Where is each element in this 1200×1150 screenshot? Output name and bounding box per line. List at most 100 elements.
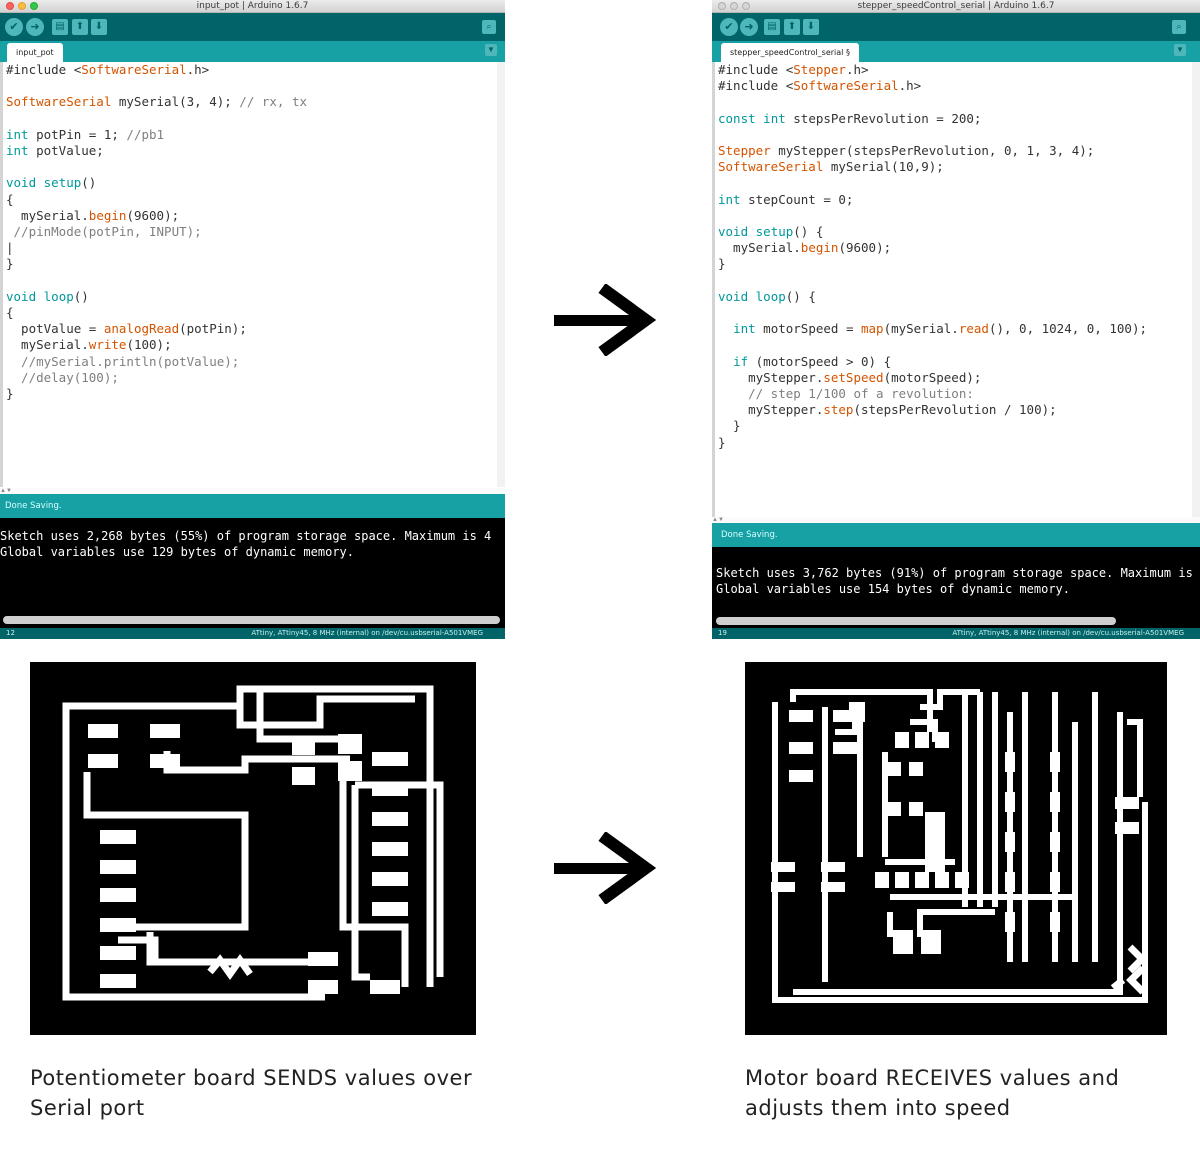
upload-button[interactable]: ➜ bbox=[740, 18, 758, 36]
tab-input-pot[interactable]: input_pot bbox=[7, 43, 63, 62]
console-text: Sketch uses 2,268 bytes (55%) of program… bbox=[0, 529, 492, 560]
zoom-window-button[interactable] bbox=[742, 2, 750, 10]
code-text[interactable]: #include <SoftwareSerial.h> SoftwareSeri… bbox=[3, 62, 497, 402]
editor-resize-handle[interactable]: ▲▼ bbox=[712, 517, 1200, 523]
code-line: // step 1/100 of a revolution: bbox=[718, 386, 974, 402]
verify-button[interactable]: ✔ bbox=[5, 18, 23, 36]
code-line: mySerial.write(100); bbox=[6, 337, 172, 353]
save-sketch-button[interactable]: ⬇ bbox=[803, 19, 819, 35]
code-line: int potValue; bbox=[6, 143, 104, 159]
checkmark-icon: ✔ bbox=[9, 20, 19, 33]
right-arrow-icon bbox=[554, 284, 656, 356]
code-line: //delay(100); bbox=[6, 369, 119, 385]
zoom-window-button[interactable] bbox=[30, 2, 38, 10]
potentiometer-board-pcb bbox=[30, 662, 476, 1035]
document-icon: ▤ bbox=[55, 21, 65, 32]
arrow-right-icon: ➜ bbox=[744, 20, 754, 33]
tab-stepper-speedcontrol-serial[interactable]: stepper_speedControl_serial § bbox=[721, 43, 859, 62]
console-horizontal-scrollbar[interactable] bbox=[3, 616, 500, 624]
tab-menu-button[interactable]: ▼ bbox=[1174, 44, 1186, 56]
code-line: SoftwareSerial mySerial(3, 4); // rx, tx bbox=[6, 94, 308, 110]
save-sketch-button[interactable]: ⬇ bbox=[91, 19, 107, 35]
code-line: #include <SoftwareSerial.h> bbox=[718, 78, 922, 94]
code-line: //mySerial.println(potValue); bbox=[6, 353, 240, 369]
open-sketch-button[interactable]: ⬆ bbox=[784, 19, 800, 35]
chevron-down-icon: ▼ bbox=[1176, 45, 1184, 54]
minimize-window-button[interactable] bbox=[18, 2, 26, 10]
document-icon: ▤ bbox=[767, 21, 777, 32]
code-line: } bbox=[718, 418, 741, 434]
line-number: 19 bbox=[718, 629, 727, 637]
new-sketch-button[interactable]: ▤ bbox=[52, 19, 68, 35]
code-line: //pinMode(potPin, INPUT); bbox=[6, 224, 202, 240]
code-line: mySerial.begin(9600); bbox=[6, 207, 180, 223]
window-title: input_pot | Arduino 1.6.7 bbox=[196, 1, 309, 11]
code-line: Stepper myStepper(stepsPerRevolution, 0,… bbox=[718, 143, 1095, 159]
code-text[interactable]: #include <Stepper.h> #include <SoftwareS… bbox=[715, 62, 1192, 451]
window-titlebar: input_pot | Arduino 1.6.7 bbox=[0, 0, 505, 13]
motor-board-pcb bbox=[745, 662, 1167, 1035]
code-line: { bbox=[6, 305, 14, 321]
minimize-window-button[interactable] bbox=[730, 2, 738, 10]
editor-resize-handle[interactable]: ▲▼ bbox=[0, 488, 505, 494]
close-window-button[interactable] bbox=[718, 2, 726, 10]
console-output: Sketch uses 3,762 bytes (91%) of program… bbox=[712, 547, 1200, 628]
close-window-button[interactable] bbox=[6, 2, 14, 10]
sketch-tabbar: input_pot ▼ bbox=[0, 41, 505, 62]
ide-toolbar: ✔ ➜ ▤ ⬆ ⬇ ⌕ bbox=[712, 13, 1200, 41]
tab-menu-button[interactable]: ▼ bbox=[485, 44, 497, 56]
code-line: void loop() bbox=[6, 288, 89, 304]
chevron-down-icon: ▼ bbox=[487, 45, 495, 54]
line-number: 12 bbox=[6, 629, 15, 637]
window-titlebar: stepper_speedControl_serial | Arduino 1.… bbox=[712, 0, 1200, 13]
code-editor[interactable]: #include <Stepper.h> #include <SoftwareS… bbox=[712, 62, 1200, 517]
magnifier-icon: ⌕ bbox=[486, 22, 492, 32]
code-line: int stepCount = 0; bbox=[718, 191, 854, 207]
checkmark-icon: ✔ bbox=[724, 20, 734, 33]
upload-button[interactable]: ➜ bbox=[26, 18, 44, 36]
status-text: Done Saving. bbox=[5, 501, 62, 511]
magnifier-icon: ⌕ bbox=[1176, 22, 1182, 32]
sketch-tabbar: stepper_speedControl_serial § ▼ bbox=[712, 41, 1200, 62]
console-horizontal-scrollbar[interactable] bbox=[716, 617, 1116, 625]
verify-button[interactable]: ✔ bbox=[720, 18, 738, 36]
status-bar: Done Saving. bbox=[0, 494, 505, 518]
code-line: mySerial.begin(9600); bbox=[718, 240, 892, 256]
board-info: ATtiny, ATtiny45, 8 MHz (internal) on /d… bbox=[251, 629, 483, 637]
ide-toolbar: ✔ ➜ ▤ ⬆ ⬇ ⌕ bbox=[0, 13, 505, 41]
arrow-down-icon: ⬇ bbox=[806, 21, 816, 32]
code-line: potValue = analogRead(potPin); bbox=[6, 321, 247, 337]
code-line: myStepper.setSpeed(motorSpeed); bbox=[718, 369, 982, 385]
code-line: #include <Stepper.h> bbox=[718, 62, 869, 77]
serial-monitor-button[interactable]: ⌕ bbox=[482, 20, 496, 34]
caption-motor-board: Motor board RECEIVES values and adjusts … bbox=[745, 1066, 1120, 1120]
code-line: | bbox=[6, 240, 14, 256]
console-output: Sketch uses 2,268 bytes (55%) of program… bbox=[0, 518, 505, 628]
code-line: const int stepsPerRevolution = 200; bbox=[718, 110, 982, 126]
code-editor[interactable]: #include <SoftwareSerial.h> SoftwareSeri… bbox=[0, 62, 505, 487]
new-sketch-button[interactable]: ▤ bbox=[764, 19, 780, 35]
code-line: } bbox=[718, 256, 726, 272]
open-sketch-button[interactable]: ⬆ bbox=[72, 19, 88, 35]
code-line: void setup() { bbox=[718, 224, 824, 240]
code-line: if (motorSpeed > 0) { bbox=[733, 353, 892, 369]
board-info: ATtiny, ATtiny45, 8 MHz (internal) on /d… bbox=[952, 629, 1184, 637]
arduino-window-input-pot: input_pot | Arduino 1.6.7 ✔ ➜ ▤ ⬆ ⬇ ⌕ in… bbox=[0, 0, 505, 640]
caption-potentiometer-board: Potentiometer board SENDS values over Se… bbox=[30, 1066, 473, 1120]
status-text: Done Saving. bbox=[721, 530, 778, 540]
ide-footer: 19 ATtiny, ATtiny45, 8 MHz (internal) on… bbox=[712, 628, 1200, 639]
arrow-down-icon: ⬇ bbox=[94, 21, 104, 32]
code-line: myStepper.step(stepsPerRevolution / 100)… bbox=[718, 402, 1057, 418]
code-line: int motorSpeed = map(mySerial.read(), 0,… bbox=[733, 321, 1147, 337]
arrow-up-icon: ⬆ bbox=[75, 21, 85, 32]
code-line: #include <SoftwareSerial.h> bbox=[6, 62, 210, 77]
code-line: int potPin = 1; //pb1 bbox=[6, 126, 165, 142]
code-line: { bbox=[6, 191, 14, 207]
arduino-window-stepper: stepper_speedControl_serial | Arduino 1.… bbox=[712, 0, 1200, 640]
arrow-up-icon: ⬆ bbox=[787, 21, 797, 32]
code-line: } bbox=[6, 386, 14, 402]
code-line: } bbox=[6, 256, 14, 272]
arrow-right-icon: ➜ bbox=[30, 20, 40, 33]
serial-monitor-button[interactable]: ⌕ bbox=[1172, 20, 1186, 34]
right-arrow-icon bbox=[554, 832, 656, 904]
